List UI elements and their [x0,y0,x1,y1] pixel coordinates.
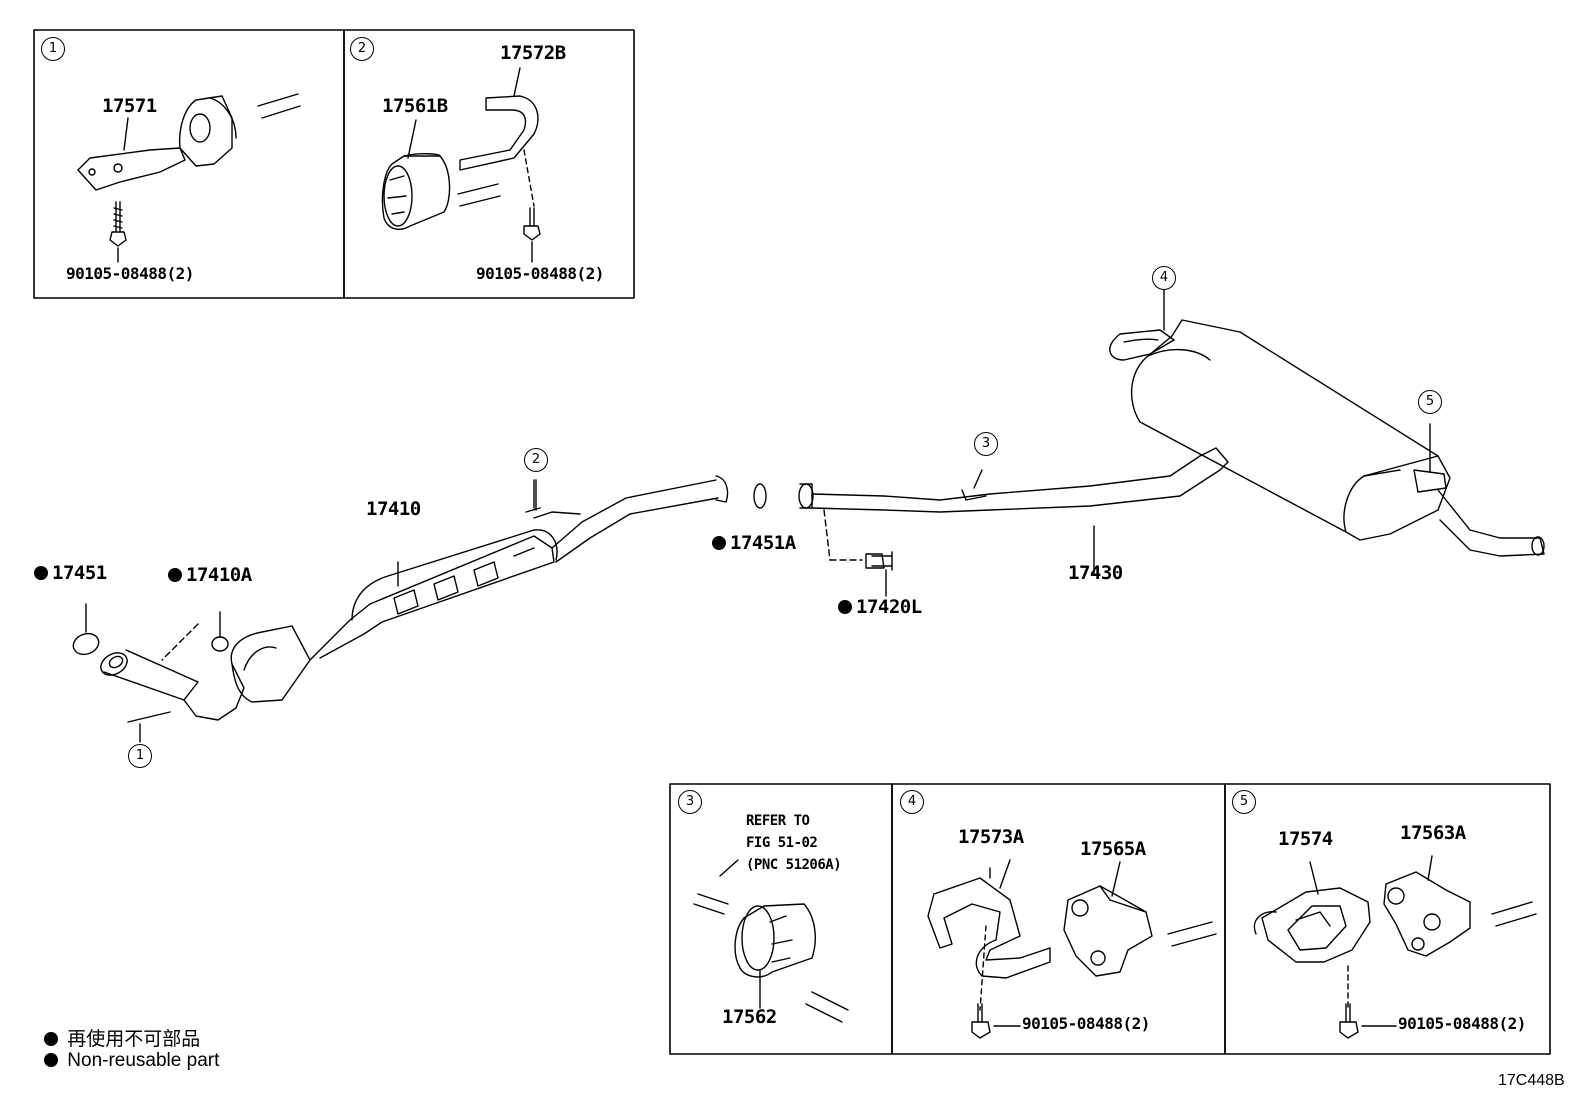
leader-17561b [407,119,417,159]
tail-pipe-flange [798,483,814,509]
leader-17563a [1427,855,1433,881]
pipe-stub-inset-5 [1491,901,1537,927]
center-pipe [525,475,729,563]
hanger-bracket-17571 [77,95,237,191]
part-label-17571: 17571 [102,95,157,117]
pipe-stub-inset-3-right [805,991,849,1023]
part-label-17451: 17451 [34,564,107,583]
bolt-label-inset-4: 90105-08488(2) [1022,1014,1150,1033]
part-label-17562: 17562 [722,1006,777,1028]
part-label-17563a: 17563A [1400,822,1466,844]
pipe-stub-inset-1 [257,93,301,119]
bolt-inset-1 [109,201,127,263]
bolt-inset-5 [1339,1003,1397,1039]
gasket-17451 [72,603,100,656]
part-label-17573a: 17573A [958,826,1024,848]
part-number-17451a: 17451A [730,532,796,554]
leader-17572b [513,67,521,97]
non-reusable-dot [168,568,182,582]
part-label-17410: 17410 [366,498,421,520]
callout-5: 5 [1418,390,1442,414]
gasket-17451a [753,483,767,509]
hanger-17573a [927,867,1051,979]
callout-1: 1 [128,744,152,768]
inset-5-frame [1224,783,1551,1055]
legend-line-1: 再使用不可部品 [44,1024,200,1051]
part-number-17451: 17451 [52,562,107,584]
pipe-stub-inset-2 [457,183,501,207]
tail-pipe-17430 [811,447,1229,575]
leader-inset-2 [523,149,535,207]
legend-dot-1 [44,1032,58,1046]
hanger-rod-1 [127,711,171,723]
legend-line-2: Non-reusable part [44,1050,219,1072]
leader-gasket [161,623,199,661]
bolt-inset-2 [523,207,541,263]
leader-17574 [1309,861,1319,895]
pipe-stub-inset-4 [1167,921,1217,947]
hanger-17572b [459,95,539,171]
leader-17571 [123,117,129,151]
callout-4: 4 [1152,266,1176,290]
inset-4-number: 4 [900,790,924,814]
part-label-17451a: 17451A [712,534,796,553]
bracket-17563a [1383,871,1471,957]
part-label-17565a: 17565A [1080,838,1146,860]
catalytic-converter [230,529,558,703]
inset-2-number: 2 [350,37,374,61]
legend-text-1: 再使用不可部品 [67,1029,201,1050]
part-number-17410a: 17410A [186,564,252,586]
bolt-17420l [865,551,893,597]
part-label-17561b: 17561B [382,95,448,117]
leader-17565a [1111,861,1121,897]
legend-text-2: Non-reusable part [67,1050,220,1071]
non-reusable-dot [838,600,852,614]
leader-callout-3 [973,469,983,489]
diagram-code: 17C448B [1498,1072,1565,1089]
leader-refer [719,859,739,877]
refer-line-1: REFER TO [746,813,810,829]
legend-dot-2 [44,1053,58,1067]
muffler-hanger-4 [1109,289,1175,361]
bolt-inset-4 [971,1003,1021,1039]
non-reusable-dot [712,536,726,550]
front-pipe-flange [100,649,245,721]
hanger-17574 [1253,887,1371,963]
bracket-17565a [1063,885,1153,977]
part-number-17420l: 17420L [856,596,922,618]
part-label-17420l: 17420L [838,598,922,617]
bolt-label-inset-5: 90105-08488(2) [1398,1014,1526,1033]
inset-3-number: 3 [678,790,702,814]
bolt-label-inset-1: 90105-08488(2) [66,264,194,283]
inset-2-frame [343,29,635,299]
non-reusable-dot [34,566,48,580]
part-label-17430: 17430 [1068,562,1123,584]
part-label-17574: 17574 [1278,828,1333,850]
pipe-stub-inset-3-left [693,893,729,915]
refer-line-3: (PNC 51206A) [746,857,842,873]
refer-line-2: FIG 51-02 [746,835,818,851]
leader-inset-4 [979,925,987,1011]
muffler-hanger-5 [1413,423,1447,493]
leader-17573a [999,859,1011,889]
inset-1-frame [33,29,345,299]
muffler-tail-tip [1437,489,1545,557]
part-label-17572b: 17572B [500,42,566,64]
bolt-label-inset-2: 90105-08488(2) [476,264,604,283]
leader-bolt-17420l [823,509,831,561]
inset-1-number: 1 [41,37,65,61]
callout-3: 3 [974,432,998,456]
muffler-body [1130,319,1451,541]
nut-17410a [211,611,229,652]
part-label-17410a: 17410A [168,566,252,585]
rubber-mount-17562 [734,903,816,978]
callout-2: 2 [524,448,548,472]
inset-5-number: 5 [1232,790,1256,814]
rubber-mount-17561b [381,153,451,230]
